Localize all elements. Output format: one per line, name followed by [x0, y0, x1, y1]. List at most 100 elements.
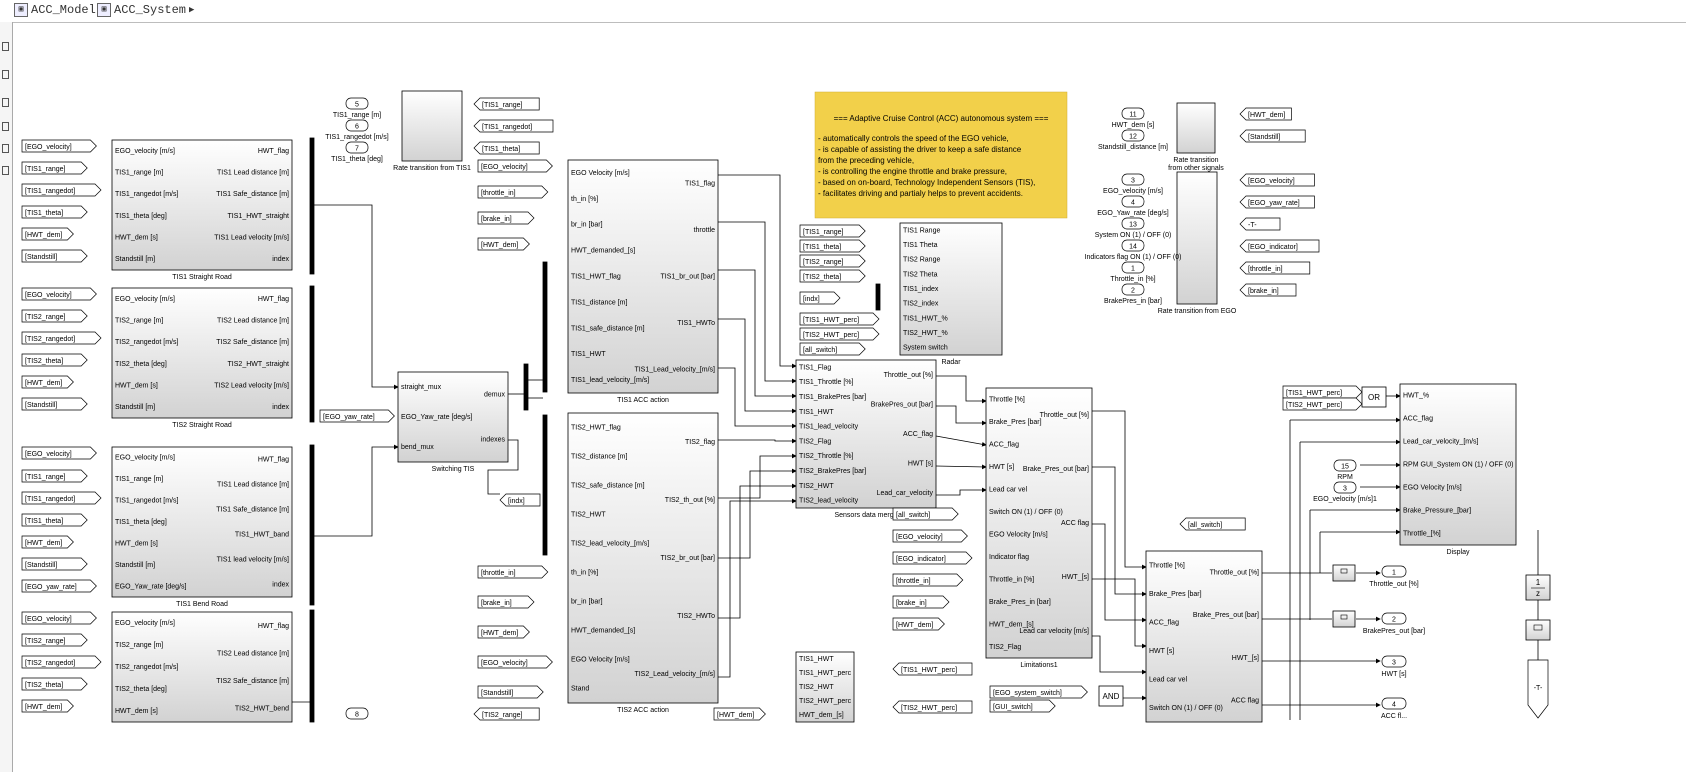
- from-tag[interactable]: [TIS1_rangedot]: [21, 491, 102, 505]
- goto-tag[interactable]: [throttle_in]: [1239, 261, 1311, 275]
- logic-block-or[interactable]: OR: [1361, 386, 1387, 408]
- subsystem-block-lim2[interactable]: Throttle [%]Brake_Pres [bar]ACC_flagHWT …: [1145, 550, 1263, 723]
- from-tag[interactable]: [all_switch]: [799, 342, 866, 356]
- from-tag[interactable]: [brake_in]: [477, 211, 535, 225]
- breadcrumb-arrow-icon[interactable]: ▶: [189, 5, 195, 15]
- from-tag[interactable]: [TIS1_theta]: [21, 205, 88, 219]
- from-tag[interactable]: [HWT_dem]: [713, 707, 766, 721]
- unit-delay-scope[interactable]: [1525, 619, 1551, 641]
- subsystem-block-acc1[interactable]: EGO Velocity [m/s]th_in [%]br_in [bar]HW…: [567, 159, 719, 404]
- unit-delay-block[interactable]: 1 z: [1525, 574, 1551, 601]
- goto-tag[interactable]: -T-: [1239, 217, 1281, 231]
- from-tag[interactable]: [indx]: [799, 291, 841, 305]
- arrow-icon[interactable]: [2, 98, 9, 107]
- simulink-canvas[interactable]: === Adaptive Cruise Control (ACC) autono…: [12, 22, 1686, 772]
- from-tag[interactable]: [throttle_in]: [477, 565, 549, 579]
- goto-tag[interactable]: [EGO_yaw_rate]: [1239, 195, 1315, 209]
- from-tag[interactable]: [brake_in]: [892, 595, 950, 609]
- from-tag[interactable]: [EGO_velocity]: [21, 287, 97, 301]
- goto-tag[interactable]: [TIS2_HWT_perc]: [892, 700, 973, 714]
- goto-tag[interactable]: [EGO_velocity]: [1239, 173, 1315, 187]
- subsystem-block-ts2[interactable]: EGO_velocity [m/s]TIS2_range [m]TIS2_ran…: [111, 287, 293, 429]
- goto-tag[interactable]: [TIS1_HWT_perc]: [892, 662, 973, 676]
- from-tag[interactable]: [TIS2_HWT_perc]: [799, 327, 880, 341]
- zoom-icon[interactable]: [2, 42, 9, 51]
- from-tag[interactable]: [throttle_in]: [477, 185, 549, 199]
- fit-icon[interactable]: [2, 70, 9, 79]
- subsystem-block-ts1[interactable]: EGO_velocity [m/s]TIS1_range [m]TIS1_ran…: [111, 139, 293, 281]
- from-tag[interactable]: [EGO_velocity]: [477, 655, 553, 669]
- from-tag[interactable]: [TIS1_range]: [21, 469, 88, 483]
- area-icon[interactable]: [2, 166, 9, 175]
- from-tag[interactable]: [EGO_yaw_rate]: [319, 409, 395, 423]
- from-tag[interactable]: [brake_in]: [477, 595, 535, 609]
- from-tag[interactable]: [EGO_velocity]: [21, 611, 97, 625]
- inport[interactable]: 8: [345, 707, 369, 720]
- goto-tag-t[interactable]: -T-: [1527, 659, 1549, 719]
- from-tag[interactable]: [TIS1_theta]: [799, 239, 866, 253]
- from-tag[interactable]: [EGO_velocity]: [477, 159, 553, 173]
- from-tag[interactable]: [TIS1_HWT_perc]: [1282, 385, 1363, 399]
- from-tag[interactable]: [EGO_yaw_rate]: [21, 579, 97, 593]
- subsystem-block-rt1[interactable]: Rate transition from TIS1: [393, 90, 471, 172]
- from-tag[interactable]: [TIS2_rangedot]: [21, 331, 102, 345]
- scope-throttle[interactable]: [1332, 564, 1356, 582]
- image-icon[interactable]: [2, 144, 9, 153]
- subsystem-block-rt3[interactable]: Rate transition from EGO: [1158, 171, 1237, 315]
- logic-block-and[interactable]: AND: [1098, 685, 1124, 707]
- goto-tag[interactable]: [EGO_indicator]: [1239, 239, 1320, 253]
- from-tag[interactable]: [TIS2_theta]: [799, 269, 866, 283]
- from-tag[interactable]: [HWT_dem]: [477, 625, 530, 639]
- from-tag[interactable]: [Standstill]: [21, 397, 88, 411]
- from-tag[interactable]: [Standstill]: [477, 685, 544, 699]
- subsystem-block-lim1[interactable]: Throttle [%]Brake_Pres [bar]ACC_flagHWT …: [985, 387, 1093, 669]
- goto-tag[interactable]: [HWT_dem]: [1239, 107, 1292, 121]
- breadcrumb-item-model[interactable]: ▣ ACC_Model ▶: [14, 3, 104, 17]
- goto-tag[interactable]: [TIS1_theta]: [473, 141, 540, 155]
- subsystem-block-disp[interactable]: HWT_%ACC_flagLead_car_velocity_[m/s]RPM …: [1399, 383, 1517, 556]
- from-tag[interactable]: [HWT_dem]: [21, 699, 74, 713]
- from-tag[interactable]: [TIS2_range]: [21, 309, 88, 323]
- from-tag[interactable]: [TIS1_range]: [799, 224, 866, 238]
- from-tag[interactable]: [TIS2_theta]: [21, 353, 88, 367]
- breadcrumb-item-system[interactable]: ▣ ACC_System ▶: [97, 3, 194, 17]
- from-tag[interactable]: [TIS2_rangedot]: [21, 655, 102, 669]
- subsystem-block-tb1[interactable]: EGO_velocity [m/s]TIS1_range [m]TIS1_ran…: [111, 446, 293, 608]
- from-tag[interactable]: [HWT_dem]: [477, 237, 530, 251]
- goto-tag[interactable]: [indx]: [499, 493, 541, 507]
- from-tag[interactable]: [EGO_velocity]: [21, 446, 97, 460]
- scope-brake[interactable]: [1332, 610, 1356, 628]
- from-tag[interactable]: [TIS2_theta]: [21, 677, 88, 691]
- from-tag[interactable]: [HWT_dem]: [21, 227, 74, 241]
- from-tag[interactable]: [TIS1_range]: [21, 161, 88, 175]
- goto-tag[interactable]: [Standstill]: [1239, 129, 1306, 143]
- from-tag[interactable]: [HWT_dem]: [21, 535, 74, 549]
- from-tag[interactable]: [TIS1_theta]: [21, 513, 88, 527]
- from-tag[interactable]: [TIS1_rangedot]: [21, 183, 102, 197]
- from-tag[interactable]: [HWT_dem]: [21, 375, 74, 389]
- from-tag[interactable]: [Standstill]: [21, 557, 88, 571]
- from-tag[interactable]: [TIS2_range]: [799, 254, 866, 268]
- from-tag[interactable]: [EGO_system_switch]: [989, 685, 1088, 699]
- from-tag[interactable]: [TIS2_HWT_perc]: [1282, 397, 1363, 411]
- subsystem-block-smerge2[interactable]: TIS1_HWTTIS1_HWT_percTIS2_HWTTIS2_HWT_pe…: [795, 651, 855, 723]
- from-tag[interactable]: [Standstill]: [21, 249, 88, 263]
